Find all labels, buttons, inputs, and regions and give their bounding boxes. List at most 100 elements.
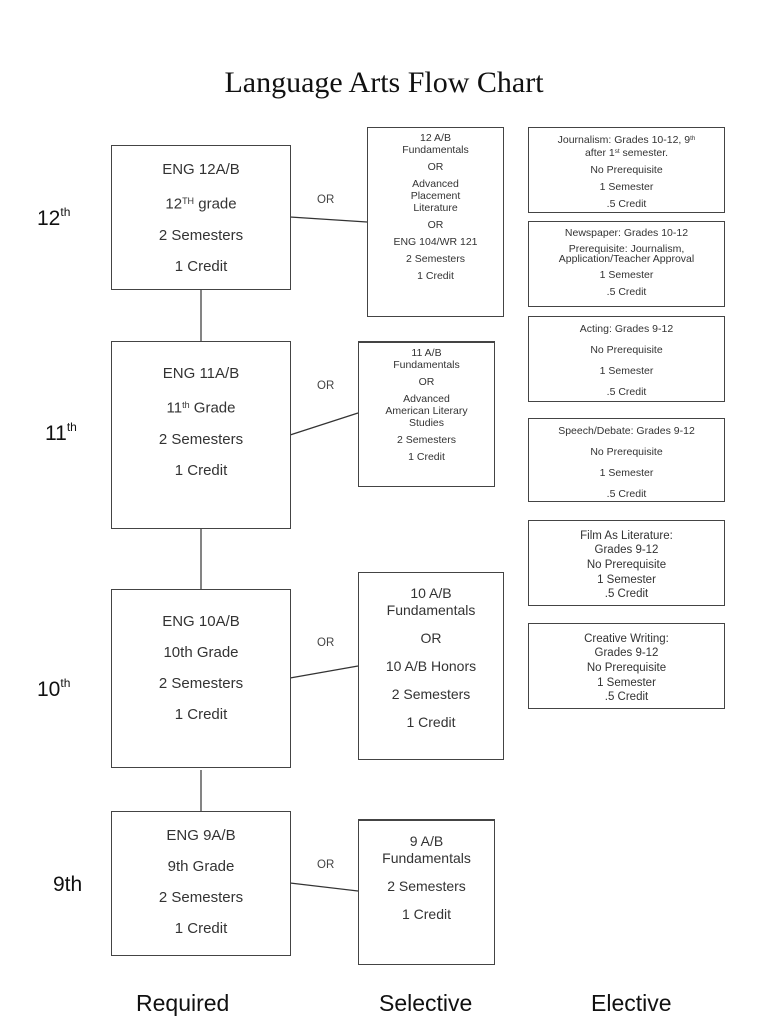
elective-credit: .5 Credit <box>604 691 649 703</box>
selective-line: 2 Semesters <box>391 686 471 702</box>
elective-name-cont: after 1st semester. <box>584 147 669 160</box>
or-connector-12 <box>289 216 368 223</box>
elective-length: 1 Semester <box>599 467 654 479</box>
selective-line: 10 A/B <box>410 585 452 601</box>
selective-line: Fundamentals <box>382 850 471 866</box>
page-title: Language Arts Flow Chart <box>224 66 544 99</box>
required-box-eng11: ENG 11A/B 11th Grade 2 Semesters 1 Credi… <box>111 341 291 529</box>
or-connector-9 <box>289 882 359 892</box>
course-grade: 9th Grade <box>167 858 235 875</box>
elective-length: 1 Semester <box>597 574 656 586</box>
elective-prereq: No Prerequisite <box>590 164 663 177</box>
elective-credit: .5 Credit <box>606 386 647 398</box>
selective-box-11: 11 A/B Fundamentals OR Advanced American… <box>358 341 495 487</box>
elective-name: Speech/Debate: Grades 9-12 <box>558 425 695 437</box>
selective-line: Placement <box>410 190 461 202</box>
elective-name: Newspaper: Grades 10-12 <box>564 227 689 239</box>
elective-box-creative-writing: Creative Writing: Grades 9-12 No Prerequ… <box>528 623 725 709</box>
elective-prereq: Prerequisite: Journalism, <box>568 243 685 255</box>
course-length: 2 Semesters <box>158 430 244 448</box>
or-label-9: OR <box>317 859 335 871</box>
elective-grades: Grades 9-12 <box>594 544 659 556</box>
course-credit: 1 Credit <box>174 920 228 937</box>
selective-line: 10 A/B Honors <box>385 658 477 674</box>
course-name: ENG 12A/B <box>162 161 240 178</box>
selective-line: 1 Credit <box>408 451 445 463</box>
selective-line: American Literary <box>385 405 468 417</box>
selective-box-12: 12 A/B Fundamentals OR Advanced Placemen… <box>367 127 504 317</box>
course-credit: 1 Credit <box>174 257 228 275</box>
elective-name: Acting: Grades 9-12 <box>579 323 674 335</box>
selective-line: 11 A/B <box>411 347 442 359</box>
selective-line: 2 Semesters <box>387 878 466 894</box>
or-connector-11 <box>289 412 359 436</box>
elective-name: Journalism: Grades 10-12, 9th <box>557 134 696 147</box>
selective-line: Advanced <box>403 393 450 405</box>
course-credit: 1 Credit <box>174 461 228 479</box>
elective-length: 1 Semester <box>599 181 654 194</box>
elective-length: 1 Semester <box>599 365 654 377</box>
selective-line: OR <box>420 630 442 646</box>
elective-box-speech-debate: Speech/Debate: Grades 9-12 No Prerequisi… <box>528 418 725 502</box>
course-length: 2 Semesters <box>158 675 244 692</box>
course-credit: 1 Credit <box>174 706 228 723</box>
selective-line: 2 Semesters <box>406 253 465 265</box>
elective-box-acting: Acting: Grades 9-12 No Prerequisite 1 Se… <box>528 316 725 402</box>
selective-line: Fundamentals <box>393 359 460 371</box>
selective-line: 2 Semesters <box>397 434 456 446</box>
course-length: 2 Semesters <box>158 226 244 244</box>
selective-line: ENG 104/WR 121 <box>393 236 478 248</box>
elective-prereq: No Prerequisite <box>590 344 663 356</box>
course-grade: 12TH grade <box>165 195 237 213</box>
course-grade: 10th Grade <box>163 644 239 661</box>
elective-length: 1 Semester <box>599 269 654 281</box>
required-box-eng10: ENG 10A/B 10th Grade 2 Semesters 1 Credi… <box>111 589 291 768</box>
column-label-selective: Selective <box>379 990 473 1016</box>
or-label-11: OR <box>317 380 335 392</box>
elective-name: Film As Literature: <box>580 530 673 542</box>
elective-length: 1 Semester <box>597 677 656 689</box>
elective-prereq: No Prerequisite <box>590 446 663 458</box>
elective-prereq: No Prerequisite <box>586 559 667 571</box>
grade-label-10: 10th <box>37 676 71 701</box>
elective-prereq-cont: Application/Teacher Approval <box>558 253 695 265</box>
selective-line: 12 A/B <box>420 132 451 144</box>
or-label-10: OR <box>317 637 335 649</box>
course-length: 2 Semesters <box>158 889 244 906</box>
grade-label-9: 9th <box>53 873 83 896</box>
selective-line: 1 Credit <box>406 714 456 730</box>
selective-line: 1 Credit <box>401 906 452 922</box>
elective-box-newspaper: Newspaper: Grades 10-12 Prerequisite: Jo… <box>528 221 725 307</box>
course-name: ENG 11A/B <box>162 365 240 382</box>
grade-label-12: 12th <box>37 205 71 230</box>
or-connector-10 <box>289 665 359 679</box>
selective-line: Fundamentals <box>402 144 469 156</box>
selective-line: 1 Credit <box>417 270 454 282</box>
selective-line: OR <box>418 376 435 388</box>
selective-box-9: 9 A/B Fundamentals 2 Semesters 1 Credit <box>358 819 495 965</box>
course-grade: 11th Grade <box>166 399 236 417</box>
selective-line: Literature <box>413 202 458 214</box>
required-box-eng9: ENG 9A/B 9th Grade 2 Semesters 1 Credit <box>111 811 291 956</box>
elective-box-journalism: Journalism: Grades 10-12, 9th after 1st … <box>528 127 725 213</box>
elective-credit: .5 Credit <box>606 198 647 211</box>
elective-credit: .5 Credit <box>606 488 647 500</box>
column-label-required: Required <box>136 990 230 1016</box>
selective-box-10: 10 A/B Fundamentals OR 10 A/B Honors 2 S… <box>358 572 504 760</box>
column-label-elective: Elective <box>591 990 672 1016</box>
selective-line: 9 A/B <box>409 833 444 849</box>
or-label-12: OR <box>317 194 335 206</box>
elective-name: Creative Writing: <box>584 633 669 645</box>
course-name: ENG 10A/B <box>162 613 240 630</box>
selective-line: Advanced <box>412 178 459 190</box>
elective-credit: .5 Credit <box>604 588 649 600</box>
elective-credit: .5 Credit <box>606 286 647 298</box>
elective-grades: Grades 9-12 <box>594 647 659 659</box>
selective-line: OR <box>427 161 444 173</box>
grade-label-11: 11th <box>45 420 77 445</box>
course-name: ENG 9A/B <box>166 827 236 844</box>
selective-line: OR <box>427 219 444 231</box>
elective-box-film-literature: Film As Literature: Grades 9-12 No Prere… <box>528 520 725 606</box>
selective-line: Fundamentals <box>386 602 476 618</box>
